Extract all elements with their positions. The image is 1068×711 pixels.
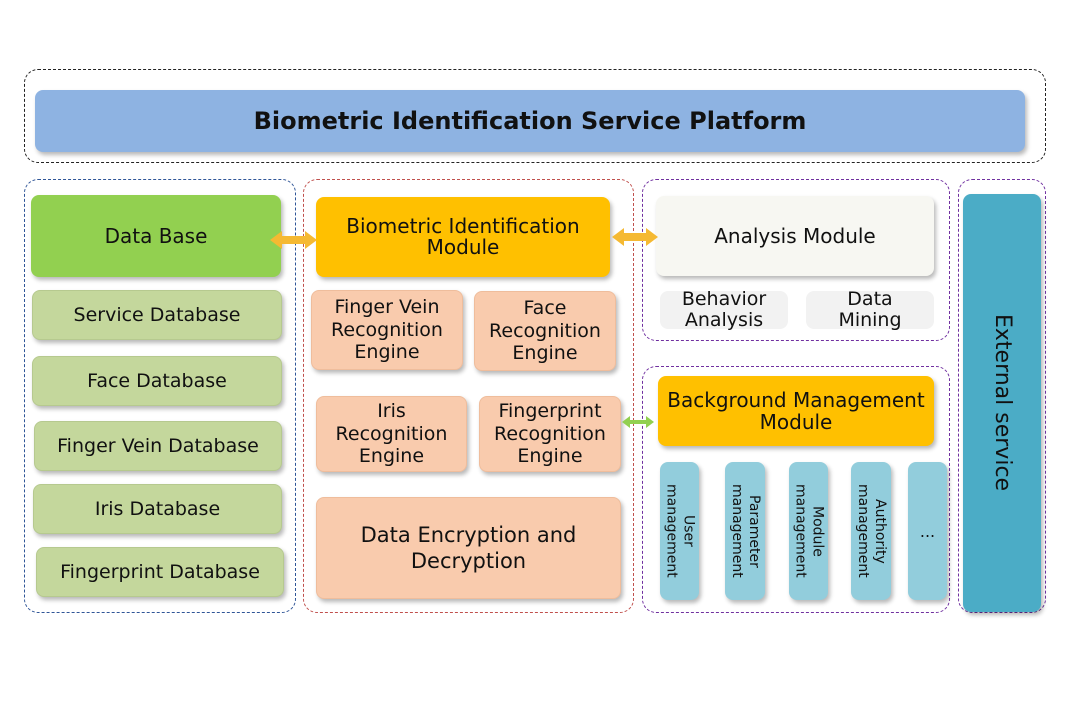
management-item-parameter: Parameter management xyxy=(725,462,765,600)
identification-module-header: Biometric Identification Module xyxy=(316,197,610,277)
encryption-box: Data Encryption and Decryption xyxy=(316,497,621,599)
analysis-item-data-mining: Data Mining xyxy=(806,288,934,331)
engine-label: Face Recognition Engine xyxy=(489,296,601,365)
engine-label: Iris Recognition Engine xyxy=(335,399,448,468)
management-item-module: Module management xyxy=(789,462,828,600)
external-service-label: External service xyxy=(990,314,1016,492)
engine-fingerprint: Fingerprint Recognition Engine xyxy=(479,396,621,472)
management-item-label: ... xyxy=(919,521,936,541)
database-item-face: Face Database xyxy=(32,356,282,406)
analysis-item-label: Behavior Analysis xyxy=(681,288,767,331)
analysis-module-label: Analysis Module xyxy=(714,224,876,248)
platform-frame xyxy=(24,69,1046,163)
database-header: Data Base xyxy=(31,195,281,277)
analysis-item-label: Data Mining xyxy=(838,288,902,331)
engine-iris: Iris Recognition Engine xyxy=(316,396,467,472)
management-item-authority: Authority management xyxy=(851,462,891,600)
management-module-header: Background Management Module xyxy=(658,376,934,446)
management-item-label: Module management xyxy=(792,484,826,578)
database-item-service: Service Database xyxy=(32,290,282,340)
external-service-box: External service xyxy=(963,194,1041,612)
management-item-more: ... xyxy=(908,462,947,600)
database-item-label: Fingerprint Database xyxy=(60,561,260,583)
analysis-group-frame xyxy=(642,179,950,341)
management-item-label: Parameter management xyxy=(729,484,762,578)
engine-face: Face Recognition Engine xyxy=(474,291,616,371)
analysis-item-behavior: Behavior Analysis xyxy=(660,288,788,331)
database-group-frame xyxy=(24,179,296,613)
engine-label: Fingerprint Recognition Engine xyxy=(494,399,606,468)
analysis-module-header: Analysis Module xyxy=(656,196,934,276)
database-item-label: Finger Vein Database xyxy=(57,435,259,457)
database-item-label: Service Database xyxy=(73,304,241,326)
encryption-label: Data Encryption and Decryption xyxy=(360,522,577,573)
management-module-label: Background Management Module xyxy=(667,388,925,434)
platform-title: Biometric Identification Service Platfor… xyxy=(253,107,807,135)
external-group-frame xyxy=(958,179,1046,613)
management-item-label: Authority management xyxy=(855,484,888,578)
database-item-label: Face Database xyxy=(87,370,227,392)
platform-title-bar: Biometric Identification Service Platfor… xyxy=(35,90,1025,152)
identification-group-frame xyxy=(303,179,634,613)
engine-finger-vein: Finger Vein Recognition Engine xyxy=(311,290,463,370)
management-item-label: User management xyxy=(663,484,697,578)
engine-label: Finger Vein Recognition Engine xyxy=(331,295,443,364)
management-group-frame xyxy=(642,366,950,613)
database-item-label: Iris Database xyxy=(94,498,221,520)
management-item-user: User management xyxy=(660,462,699,600)
database-item-finger-vein: Finger Vein Database xyxy=(34,421,282,471)
database-item-iris: Iris Database xyxy=(33,484,282,534)
database-header-label: Data Base xyxy=(104,224,208,248)
database-item-fingerprint: Fingerprint Database xyxy=(36,547,284,597)
identification-module-label: Biometric Identification Module xyxy=(346,214,580,259)
